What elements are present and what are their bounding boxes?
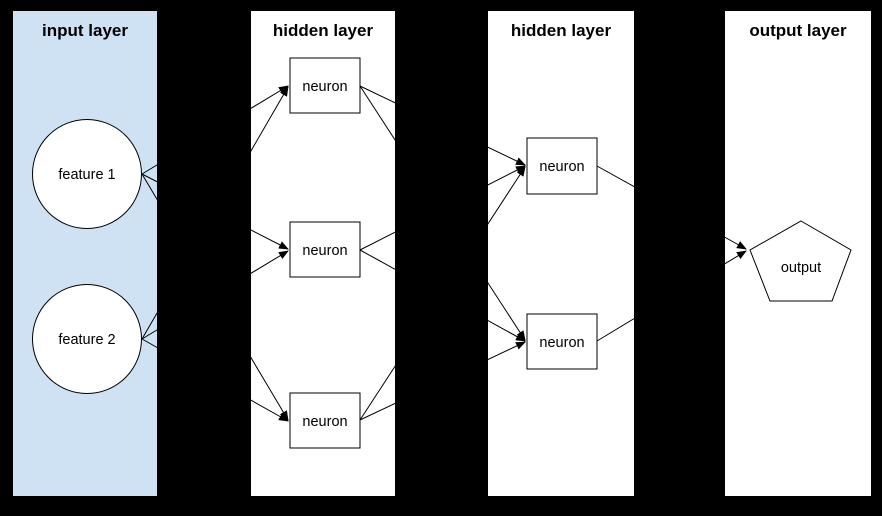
node-neuron-h1-1 <box>289 57 361 114</box>
panel-hidden-layer-2 <box>488 11 634 496</box>
output-layer-title: output layer <box>749 21 847 40</box>
node-neuron-h1-3-label: neuron <box>302 414 347 430</box>
edge-f2-h1a <box>141 86 289 340</box>
node-neuron-h1-1-label: neuron <box>302 79 347 95</box>
node-neuron-h2-1 <box>526 137 598 195</box>
node-feature-2-label: feature 2 <box>58 332 115 348</box>
edge-f1-h1c <box>141 173 289 421</box>
edge-f2-h1b <box>141 250 289 340</box>
edge-h1c-h2b <box>359 341 526 421</box>
node-neuron-h1-2 <box>289 221 361 278</box>
input-layer-title: input layer <box>42 21 128 40</box>
node-output-pentagon <box>749 220 852 302</box>
edge-h2b-out <box>596 250 747 342</box>
node-neuron-h2-2 <box>526 313 598 370</box>
panel-input-layer <box>13 11 157 496</box>
edge-f1-h1a <box>141 85 289 175</box>
node-feature-2 <box>32 284 142 394</box>
edge-h1a-h2b <box>359 85 526 341</box>
edge-h2a-out <box>596 165 747 250</box>
edge-h1c-h2a <box>359 166 526 421</box>
edge-h1a-h2a <box>359 85 526 166</box>
edge-f2-h1c <box>141 338 289 422</box>
edge-h1b-h2a <box>359 165 526 251</box>
node-neuron-h2-1-label: neuron <box>539 159 584 175</box>
node-neuron-h1-2-label: neuron <box>302 243 347 259</box>
node-neuron-h2-2-label: neuron <box>539 335 584 351</box>
node-neuron-h1-3 <box>289 392 361 449</box>
edge-h1b-h2b <box>359 249 526 342</box>
hidden-layer-2-title: hidden layer <box>511 21 612 40</box>
node-output-label: output <box>781 260 821 276</box>
edge-f1-h1b <box>141 173 289 250</box>
hidden-layer-1-title: hidden layer <box>273 21 374 40</box>
node-feature-1 <box>32 119 142 229</box>
node-feature-1-label: feature 1 <box>58 167 115 183</box>
